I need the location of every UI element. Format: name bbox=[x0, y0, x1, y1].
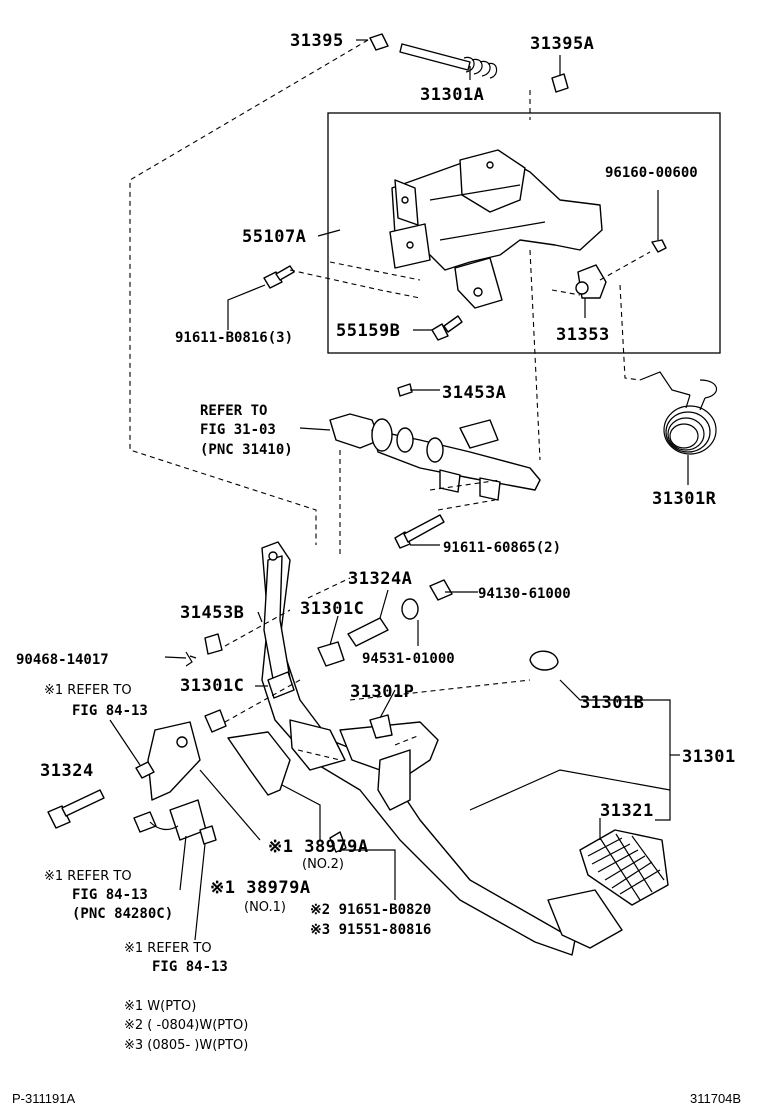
pedal-pad-31321 bbox=[579, 829, 669, 906]
note-1: ※1 W(PTO) bbox=[124, 999, 196, 1014]
return-spring-31301R bbox=[639, 371, 717, 455]
label-31301C-upper: 31301C bbox=[300, 599, 364, 619]
bolt-31324 bbox=[47, 789, 105, 829]
label-31301: 31301 bbox=[682, 747, 736, 767]
clutch-pedal-arm bbox=[261, 541, 623, 956]
cushion-31301P bbox=[369, 714, 393, 739]
note-3: ※3 (0805- )W(PTO) bbox=[124, 1038, 248, 1053]
label-31301C-lower: 31301C bbox=[180, 676, 244, 696]
bolt-55159B bbox=[431, 315, 463, 341]
collar-31301C-pivot bbox=[267, 671, 295, 699]
master-cylinder bbox=[329, 383, 541, 501]
pedal-bracket-55107A bbox=[389, 149, 603, 309]
refer-fig-31-03-line1: REFER TO bbox=[200, 403, 267, 419]
refer-fig-31-03-line2: FIG 31-03 bbox=[200, 422, 276, 438]
label-31301B: 31301B bbox=[580, 693, 644, 713]
label-31324A: 31324A bbox=[348, 569, 412, 589]
label-91611-B0816: 91611-B0816(3) bbox=[175, 330, 293, 346]
label-31395A: 31395A bbox=[530, 34, 594, 54]
refer-fig-84-13-a-line2: FIG 84-13 bbox=[72, 703, 148, 719]
footer-left-code: P-311191A bbox=[12, 1091, 75, 1106]
label-31353: 31353 bbox=[556, 325, 610, 345]
refer-fig-84-13-a-line1: ※1 REFER TO bbox=[44, 683, 132, 698]
label-31301A: 31301A bbox=[420, 85, 484, 105]
label-55107A: 55107A bbox=[242, 227, 306, 247]
label-94130-61000: 94130-61000 bbox=[478, 586, 571, 602]
nut-94130 bbox=[429, 579, 453, 601]
washer-94531 bbox=[401, 598, 419, 620]
cushion-31395A bbox=[551, 73, 569, 93]
label-90468-14017: 90468-14017 bbox=[16, 652, 109, 668]
note-2: ※2 ( -0804)W(PTO) bbox=[124, 1018, 248, 1033]
collar-31324A bbox=[347, 617, 389, 647]
label-31301R: 31301R bbox=[652, 489, 717, 509]
label-31301P: 31301P bbox=[350, 682, 414, 702]
refer-fig-84-13-b-line1: ※1 REFER TO bbox=[44, 869, 132, 884]
bushing-31353 bbox=[575, 264, 607, 299]
refer-fig-84-13-c-line1: ※1 REFER TO bbox=[124, 941, 212, 956]
push-rod-31301A bbox=[399, 43, 498, 79]
refer-fig-84-13-b-line2: FIG 84-13 bbox=[72, 887, 148, 903]
refer-fig-31-03-line3: (PNC 31410) bbox=[200, 442, 293, 458]
pedal-stop-38979A bbox=[227, 731, 291, 796]
label-31324: 31324 bbox=[40, 761, 94, 781]
bolt-91611-B0816 bbox=[263, 265, 295, 289]
clip-90468 bbox=[185, 651, 197, 667]
label-91611-60865: 91611-60865(2) bbox=[443, 540, 561, 556]
refer-fig-84-13-b-line3: (PNC 84280C) bbox=[72, 906, 173, 922]
clutch-switch-assembly bbox=[133, 721, 217, 845]
bolt-91611-60865 bbox=[394, 514, 445, 549]
label-31453B: 31453B bbox=[180, 603, 244, 623]
bolt-91651 bbox=[329, 831, 347, 853]
label-91551-80816: ※3 91551-80816 bbox=[310, 922, 431, 938]
nut-96160 bbox=[651, 239, 667, 253]
label-38979A-no2: ※1 38979A bbox=[268, 837, 369, 857]
label-91651-B0820: ※2 91651-B0820 bbox=[310, 902, 431, 918]
label-no1: (NO.1) bbox=[244, 900, 286, 915]
label-55159B: 55159B bbox=[336, 321, 400, 341]
label-31395: 31395 bbox=[290, 31, 344, 51]
dashed-assembly-lines bbox=[129, 39, 651, 761]
label-31453A: 31453A bbox=[442, 383, 506, 403]
label-94531-01000: 94531-01000 bbox=[362, 651, 455, 667]
bushing-31301C-upper bbox=[317, 641, 345, 667]
leader-lines bbox=[109, 39, 689, 941]
refer-fig-84-13-c-line2: FIG 84-13 bbox=[152, 959, 228, 975]
stopper-31301B bbox=[529, 650, 559, 671]
label-38979A-no1: ※1 38979A bbox=[210, 878, 311, 898]
footer-right-code: 311704B bbox=[690, 1091, 741, 1106]
cushion-31395 bbox=[369, 33, 389, 51]
label-96160-00600: 96160-00600 bbox=[605, 165, 698, 181]
label-31321: 31321 bbox=[600, 801, 654, 821]
label-no2: (NO.2) bbox=[302, 857, 344, 872]
bushing-31453B bbox=[204, 633, 223, 655]
bushing-31301C-lower bbox=[204, 709, 227, 733]
